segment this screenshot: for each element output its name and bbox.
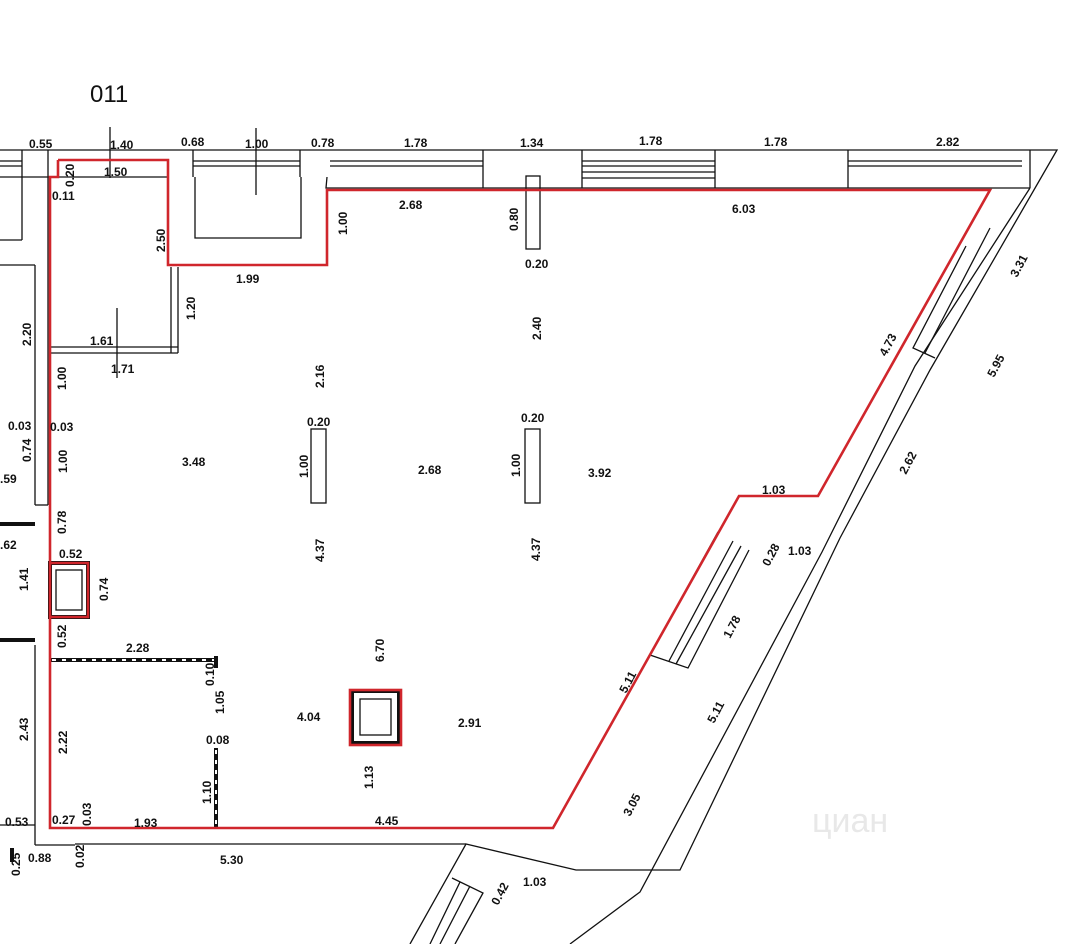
- dimension-label: 3.31: [1007, 252, 1030, 279]
- dimension-label: .62: [0, 538, 17, 552]
- dimension-label: 1.20: [184, 296, 198, 320]
- dimension-label: 1.00: [336, 211, 350, 235]
- dimension-label: 4.37: [529, 537, 543, 561]
- dimension-label: 1.03: [523, 875, 547, 889]
- dimension-label: 3.92: [588, 466, 612, 480]
- dimension-label: 1.50: [104, 165, 128, 179]
- dimension-label: 0.10: [203, 662, 217, 686]
- dimension-label: 1.71: [111, 362, 135, 376]
- dimension-label: 5.30: [220, 853, 244, 867]
- dimension-label: 0.20: [63, 163, 77, 187]
- watermark-text: циан: [812, 802, 888, 840]
- shaft-center: [350, 689, 401, 745]
- dimension-label: 6.70: [373, 638, 387, 662]
- dimension-label: 1.05: [213, 690, 227, 714]
- dimension-label: 0.11: [52, 189, 75, 203]
- dimension-label: 1.00: [509, 453, 523, 477]
- dimension-label: 0.53: [5, 815, 29, 829]
- dimension-label: 1.99: [236, 272, 260, 286]
- dimension-label: 1.93: [134, 816, 158, 830]
- dimension-label: 1.03: [788, 544, 812, 558]
- dimension-label: 0.52: [59, 547, 83, 561]
- dimension-label: 0.03: [50, 420, 74, 434]
- dimension-label: 2.40: [530, 316, 544, 340]
- dimension-label: 2.62: [896, 449, 919, 476]
- dimension-label: 4.04: [297, 710, 321, 724]
- dimension-label: 1.00: [245, 137, 269, 151]
- dimension-label: 0.27: [52, 813, 76, 827]
- dimension-label: .59: [0, 472, 17, 486]
- dimension-label: 0.55: [29, 137, 53, 151]
- dimension-label: 5.95: [984, 352, 1007, 379]
- dimension-label: 0.20: [521, 411, 545, 425]
- outer-walls: [0, 149, 1059, 944]
- dimension-label: 0.02: [73, 844, 87, 868]
- dimension-label: 2.16: [313, 364, 327, 388]
- dimension-label: 2.82: [936, 135, 960, 149]
- dimension-label: 1.10: [200, 780, 214, 804]
- dimension-label: 0.78: [55, 510, 69, 534]
- dimension-label: 0.68: [181, 135, 205, 149]
- dimension-label: 1.00: [297, 454, 311, 478]
- dimension-label: 2.22: [56, 730, 70, 754]
- dimension-label: 2.28: [126, 641, 150, 655]
- bay-niche: [109, 127, 302, 239]
- column-right: [524, 428, 541, 504]
- dimension-label: 1.78: [720, 613, 743, 640]
- dimension-label: 0.88: [28, 851, 52, 865]
- premises-outline: [48, 158, 993, 830]
- dimension-label: 1.78: [404, 136, 428, 150]
- dimension-label: 4.37: [313, 538, 327, 562]
- dimension-label: 1.34: [520, 136, 544, 150]
- dimension-label: 3.48: [182, 455, 206, 469]
- dimension-label: 2.91: [458, 716, 482, 730]
- dimension-label: 4.45: [375, 814, 399, 828]
- dimension-label: 0.52: [55, 624, 69, 648]
- dimension-label: 0.74: [20, 438, 34, 462]
- dimension-label: 5.11: [704, 699, 727, 726]
- shaft-left: [48, 561, 90, 619]
- dimension-label: 0.08: [206, 733, 230, 747]
- dimension-label: 1.78: [764, 135, 788, 149]
- dimension-label: 0.03: [8, 419, 32, 433]
- dimension-label: 2.50: [154, 228, 168, 252]
- dimension-label: 2.68: [418, 463, 442, 477]
- dimension-label: 1.61: [90, 334, 114, 348]
- dimension-label: 2.43: [17, 717, 31, 741]
- dimension-label: 1.00: [55, 366, 69, 390]
- dimension-label: 2.20: [20, 322, 34, 346]
- partitions: [0, 267, 218, 862]
- dimension-label: 3.05: [620, 791, 643, 818]
- dimension-label: 1.40: [110, 138, 134, 152]
- shaft-highlight: [348, 688, 403, 747]
- dimension-label: 0.80: [507, 207, 521, 231]
- dimension-label: 1.41: [17, 567, 31, 591]
- dimension-label: 0.03: [80, 802, 94, 826]
- dimension-labels: 0.55 1.40 0.68 1.00 0.78 1.78 1.34 1.78 …: [0, 134, 1031, 907]
- dimension-label: 0.20: [307, 415, 331, 429]
- dimension-label: 0.28: [759, 541, 782, 568]
- dimension-label: 1.03: [762, 483, 786, 497]
- dimension-label: 1.78: [639, 134, 663, 148]
- dimension-label: 1.00: [56, 449, 70, 473]
- dimension-label: 0.74: [97, 577, 111, 601]
- dimension-label: 0.20: [525, 257, 549, 271]
- dimension-label: 0.25: [9, 852, 23, 876]
- plan-number: 011: [90, 81, 128, 108]
- dimension-label: 1.13: [362, 765, 376, 789]
- column-left: [310, 428, 327, 504]
- column-top: [525, 175, 541, 250]
- dimension-label: 0.78: [311, 136, 335, 150]
- dimension-label: 2.68: [399, 198, 423, 212]
- dimension-label: 0.42: [488, 880, 511, 907]
- dimension-label: 6.03: [732, 202, 756, 216]
